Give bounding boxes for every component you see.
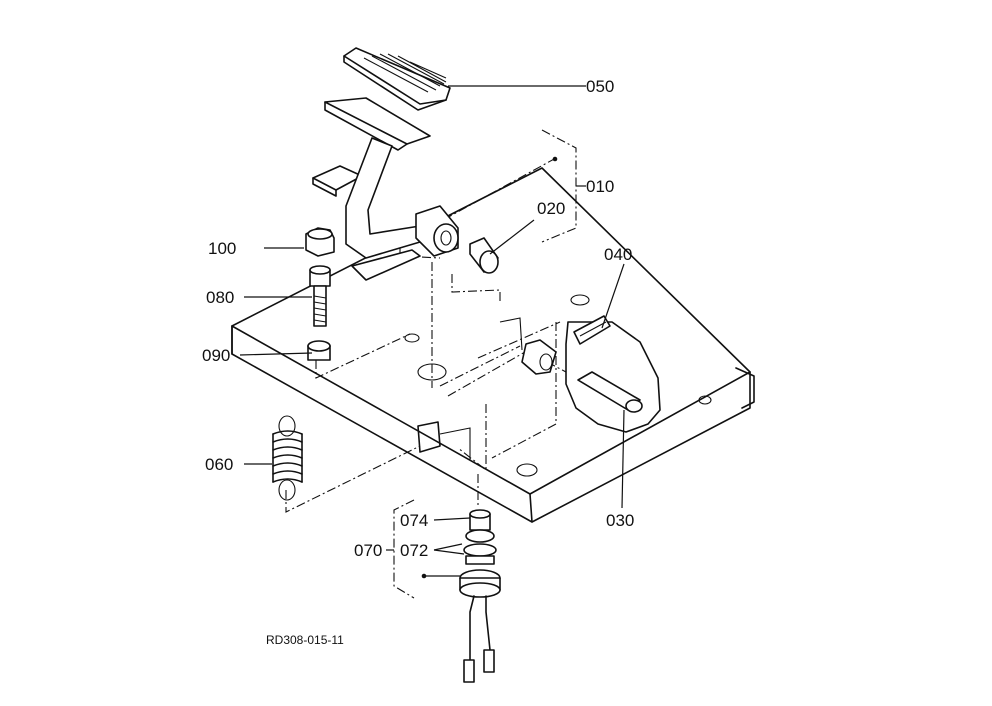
part-labels: 050 010 020 040 030 100 080 090 060 074 … <box>202 77 634 647</box>
brake-switch <box>459 509 501 683</box>
switch-bracket <box>521 315 661 433</box>
nut <box>307 340 331 361</box>
pedal-pad <box>343 47 451 111</box>
reference-code: RD308-015-11 <box>266 633 344 647</box>
label-080: 080 <box>206 288 234 307</box>
label-040: 040 <box>604 245 632 264</box>
label-074: 074 <box>400 511 428 530</box>
label-072: 072 <box>400 541 428 560</box>
label-070: 070 <box>354 541 382 560</box>
label-030: 030 <box>606 511 634 530</box>
cap <box>305 227 335 257</box>
spring <box>272 415 303 501</box>
bushing <box>469 237 499 274</box>
label-050: 050 <box>586 77 614 96</box>
bolt <box>309 265 331 327</box>
label-100: 100 <box>208 239 236 258</box>
label-010: 010 <box>586 177 614 196</box>
pedal-arm <box>312 97 459 281</box>
label-020: 020 <box>537 199 565 218</box>
leader-lines <box>239 85 625 599</box>
label-090: 090 <box>202 346 230 365</box>
label-060: 060 <box>205 455 233 474</box>
base-plate <box>231 167 755 523</box>
